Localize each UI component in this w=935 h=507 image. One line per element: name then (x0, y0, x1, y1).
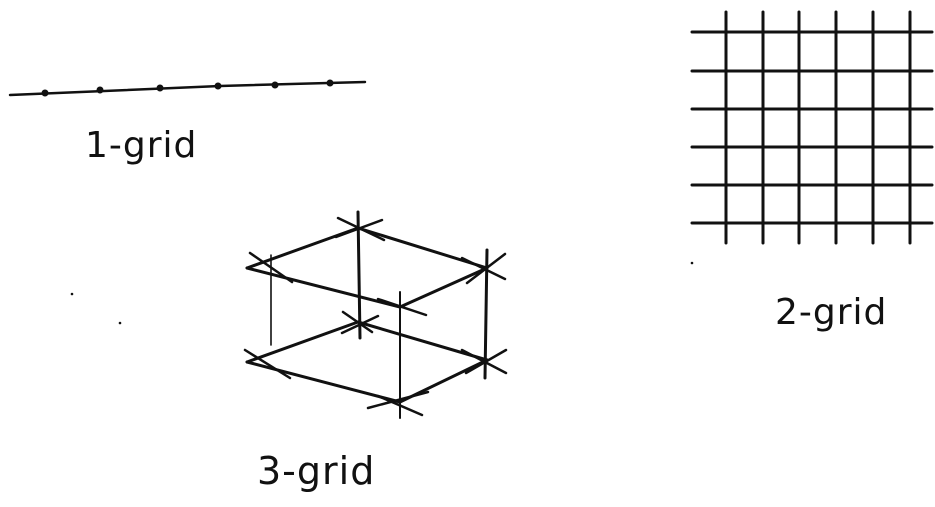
three-d-grid-edges (245, 210, 489, 419)
two-d-grid-figure (690, 10, 934, 245)
cross-mark (376, 394, 424, 417)
grid-point (96, 86, 104, 94)
three-d-grid-label: 3-grid (257, 449, 376, 493)
stray-marks (70, 261, 694, 325)
grid-edge (245, 360, 402, 404)
grid-edge (356, 320, 489, 362)
one-d-grid-points (41, 79, 334, 97)
one-d-grid-label: 1-grid (85, 125, 198, 166)
grid-point (41, 89, 49, 97)
cross-mark (243, 348, 292, 380)
cross-mark (464, 348, 508, 375)
grid-edge (398, 266, 489, 309)
cross-mark (341, 310, 374, 334)
cross-mark (340, 314, 380, 335)
grid-point (271, 81, 279, 89)
grid-edge (245, 320, 360, 364)
one-d-grid-line (8, 80, 367, 97)
one-d-grid-figure (8, 79, 367, 97)
cross-mark (366, 390, 430, 410)
cross-mark (465, 252, 507, 285)
two-d-grid-horizontal-lines (690, 30, 934, 225)
grid-point (214, 82, 222, 90)
grid-edge (356, 226, 489, 270)
three-d-grid-cross-marks (243, 216, 508, 417)
three-d-grid-figure (243, 210, 508, 419)
stray-dot (690, 261, 694, 265)
stray-dot (118, 321, 122, 325)
stray-dot (70, 292, 74, 296)
cross-mark (334, 218, 384, 239)
two-d-grid-label: 2-grid (775, 292, 888, 333)
grid-edge (245, 266, 402, 309)
grid-point (326, 79, 334, 87)
cross-mark (376, 297, 428, 317)
cross-mark (248, 251, 294, 284)
grid-point (156, 84, 164, 92)
grid-edge (356, 210, 362, 340)
two-d-grid-vertical-lines (724, 10, 912, 245)
cross-mark (460, 256, 507, 281)
